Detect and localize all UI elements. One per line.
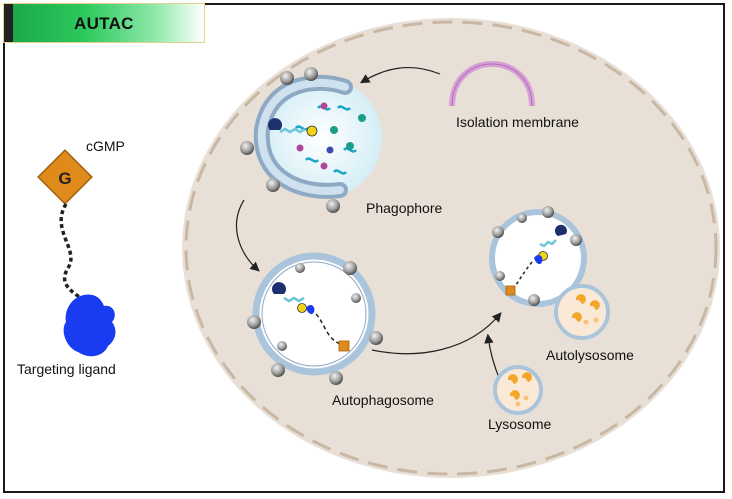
title-stripe (4, 4, 13, 42)
arrow-to-autophagosome (235, 199, 260, 272)
cell-body (182, 18, 720, 478)
autolysosome-vesicles (492, 206, 582, 306)
autolysosome-label: Autolysosome (546, 347, 634, 363)
targeting-ligand-label: Targeting ligand (17, 361, 116, 377)
phagophore-autac (267, 118, 318, 137)
cgmp-label: cGMP (86, 138, 125, 154)
autolysosome-lysosome (554, 284, 610, 340)
figure-title: AUTAC (74, 14, 134, 33)
targeting-ligand-shape (63, 294, 116, 357)
autolysosome-cargo (505, 224, 567, 296)
autolysosome-enzymes (571, 294, 600, 325)
linker-chain (59, 203, 85, 302)
isolation-membrane-arc-inner (451, 63, 533, 107)
title-banner: AUTAC (3, 3, 205, 43)
cell-membrane (184, 20, 718, 476)
cgmp-symbol: G (58, 169, 71, 188)
autophagosome-inner-ring (261, 261, 367, 367)
autophagosome-membrane (252, 252, 376, 376)
lysosome-enzymes (507, 372, 532, 407)
arrow-to-autolysosome (371, 312, 502, 355)
lysosome-label: Lysosome (488, 416, 552, 432)
arrow-to-phagophore (359, 67, 441, 84)
phagophore-lumen (262, 78, 382, 198)
isolation-membrane-label: Isolation membrane (456, 114, 579, 130)
phagophore-cargo (295, 102, 366, 175)
autophagosome-label: Autophagosome (332, 392, 434, 408)
autophagosome-cargo (272, 282, 350, 352)
cgmp-diamond (37, 149, 93, 205)
phagophore-membrane-inner (257, 78, 349, 195)
phagophore-vesicles (240, 67, 340, 213)
autophagosome-vesicles (247, 261, 383, 385)
phagophore-label: Phagophore (366, 200, 443, 216)
